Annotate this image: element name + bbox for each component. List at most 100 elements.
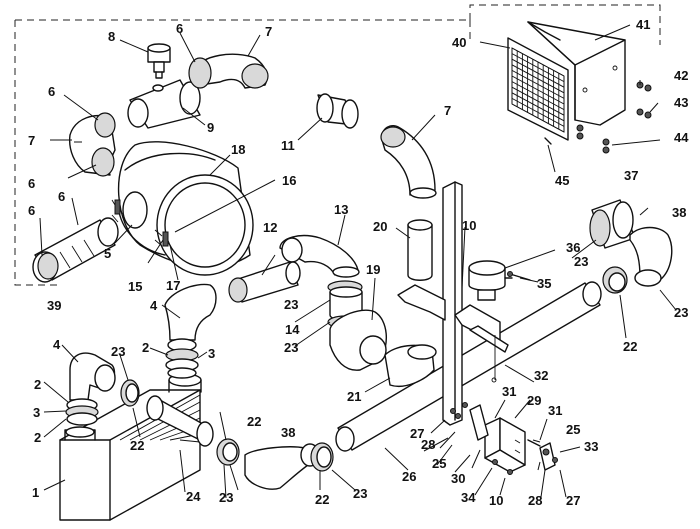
callout-8: 8	[108, 29, 115, 44]
callout-22: 22	[247, 414, 261, 429]
callout-23: 23	[353, 486, 367, 501]
callout-22: 22	[315, 492, 329, 507]
grille-bar	[511, 103, 565, 133]
callout-labels: 1 2 2 2 3 3 4 4 5 6 6 6 6 6 7 7 7 8 9 10…	[28, 17, 689, 508]
band-clamp-36	[468, 260, 513, 301]
clamp-big-pipe-end	[310, 442, 334, 472]
clamp-lower-left	[216, 438, 240, 466]
callout-11: 11	[281, 138, 295, 153]
callout-9: 9	[207, 120, 214, 135]
callout-45: 45	[555, 173, 569, 188]
callout-30: 30	[451, 471, 465, 486]
grille-bar	[511, 53, 565, 82]
callout-14: 14	[285, 322, 300, 337]
callout-3: 3	[208, 346, 215, 361]
callout-3: 3	[33, 405, 40, 420]
callout-28: 28	[528, 493, 542, 508]
leader-lines	[39, 24, 677, 499]
callout-10: 10	[489, 493, 503, 508]
hose-elbow-lower	[244, 443, 320, 490]
callout-36: 36	[566, 240, 580, 255]
callout-12: 12	[263, 220, 277, 235]
clamp-intercooler-side	[120, 379, 140, 407]
callout-22: 22	[623, 339, 637, 354]
hose-elbow-38-right	[629, 226, 673, 287]
callout-24: 24	[186, 489, 201, 504]
filter-inlet-hose-39	[32, 217, 119, 283]
hose-12	[228, 261, 301, 303]
callout-23: 23	[219, 490, 233, 505]
callout-37: 37	[624, 168, 638, 183]
callout-5: 5	[104, 246, 111, 261]
callout-7: 7	[265, 24, 272, 39]
callout-23: 23	[111, 344, 125, 359]
callout-23: 23	[284, 297, 298, 312]
grille-bar	[511, 75, 565, 105]
callout-6: 6	[28, 203, 35, 218]
grille-bar	[511, 58, 565, 88]
callout-2: 2	[34, 377, 41, 392]
callout-43: 43	[674, 95, 688, 110]
callout-6: 6	[176, 21, 183, 36]
coupler-11	[316, 93, 359, 129]
callout-28: 28	[421, 437, 435, 452]
callout-34: 34	[461, 490, 476, 505]
callout-39: 39	[47, 298, 61, 313]
grille-bar	[511, 98, 565, 127]
coupler-37	[589, 199, 636, 249]
callout-6: 6	[28, 176, 35, 191]
callout-35: 35	[537, 276, 551, 291]
grille-bar	[511, 86, 565, 116]
callout-25: 25	[432, 456, 446, 471]
hose-elbow-left	[65, 352, 116, 426]
grille-bar	[511, 64, 565, 94]
callout-7: 7	[28, 133, 35, 148]
callout-31: 31	[502, 384, 516, 399]
grille-bar	[511, 47, 565, 77]
inlet-housing-41	[527, 21, 626, 126]
callout-6: 6	[48, 84, 55, 99]
fasteners-25-28-33-34	[450, 402, 558, 475]
callout-1: 1	[32, 485, 39, 500]
hose-elbow-7-left	[68, 112, 116, 177]
screw-35	[507, 271, 531, 281]
callout-33: 33	[584, 439, 598, 454]
callout-2: 2	[34, 430, 41, 445]
callout-23: 23	[574, 254, 588, 269]
pipe-20	[407, 219, 433, 281]
callout-27: 27	[410, 426, 424, 441]
callout-23: 23	[674, 305, 688, 320]
callout-13: 13	[334, 202, 348, 217]
grille-bar	[511, 81, 565, 110]
callout-17: 17	[166, 278, 180, 293]
callout-2: 2	[142, 340, 149, 355]
breather-fitting-8	[147, 43, 171, 79]
callout-6: 6	[58, 189, 65, 204]
callout-26: 26	[402, 469, 416, 484]
callout-31: 31	[548, 403, 562, 418]
callout-23: 23	[284, 340, 298, 355]
callout-22: 22	[130, 438, 144, 453]
callout-25: 25	[566, 422, 580, 437]
pipe-26-main	[335, 281, 602, 452]
support-bracket-10	[397, 181, 509, 426]
callout-10: 10	[462, 218, 476, 233]
grille-bar	[511, 70, 565, 99]
pipe-9	[127, 79, 201, 129]
callout-4: 4	[53, 337, 61, 352]
air-filter-housing	[111, 141, 254, 276]
assembly-boundary-dashed	[14, 4, 661, 286]
callout-41: 41	[636, 17, 650, 32]
mount-bracket-29-30	[469, 404, 556, 473]
callout-20: 20	[373, 219, 387, 234]
hose-elbow-7-top	[188, 53, 269, 89]
callout-18: 18	[231, 142, 245, 157]
callout-42: 42	[674, 68, 688, 83]
callout-4: 4	[150, 298, 158, 313]
callout-29: 29	[527, 393, 541, 408]
callout-15: 15	[128, 279, 142, 294]
callout-40: 40	[452, 35, 466, 50]
grille-40	[507, 37, 569, 141]
